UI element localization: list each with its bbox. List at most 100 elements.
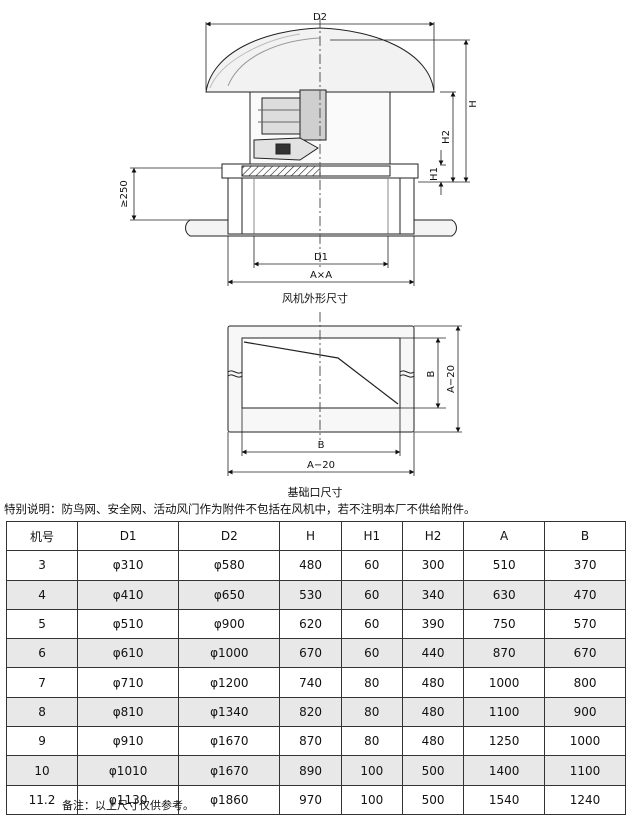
- table-cell: φ910: [77, 726, 180, 757]
- table-cell: 480: [401, 696, 465, 728]
- elevation-dimensions: [130, 21, 470, 286]
- header-a: A: [463, 520, 546, 552]
- table-cell: φ1670: [178, 726, 281, 757]
- table-cell: 630: [463, 579, 546, 610]
- table-cell: 60: [340, 579, 403, 610]
- label-h2: H2: [441, 130, 452, 144]
- table-cell: 870: [279, 726, 342, 757]
- mount-ring: [241, 165, 321, 177]
- table-cell: 820: [279, 696, 342, 728]
- table-cell: φ580: [178, 550, 281, 581]
- table-cell: 1400: [463, 755, 546, 786]
- table-cell: 390: [401, 608, 465, 640]
- table-cell: φ1670: [178, 755, 281, 786]
- table-cell: 100: [340, 755, 403, 786]
- table-cell: 11.2: [5, 784, 79, 815]
- elevation-labels: D2 H H2 H1 ≥250 D1 A×A: [119, 12, 479, 281]
- damper-blade: [243, 341, 399, 405]
- table-cell: 480: [279, 550, 342, 581]
- table-cell: φ510: [77, 608, 180, 640]
- header-model: 机号: [5, 520, 79, 552]
- table-cell: 370: [544, 550, 626, 581]
- table-cell: 750: [463, 608, 546, 640]
- table-header-row: 机号 D1 D2 H H1 H2 A B: [5, 520, 626, 552]
- header-b: B: [544, 520, 626, 552]
- table-cell: 1000: [544, 726, 626, 757]
- caption-base-dimensions: 基础口尺寸: [287, 486, 343, 499]
- table-cell: φ650: [178, 579, 281, 610]
- table-cell: 1100: [463, 696, 546, 728]
- base-inner: [241, 337, 401, 409]
- table-cell: 5: [5, 608, 79, 640]
- label-ge250: ≥250: [119, 180, 130, 207]
- fan-elevation-view: [185, 18, 457, 270]
- table-cell: 1250: [463, 726, 546, 757]
- table-cell: 340: [401, 579, 465, 610]
- table-cell: 80: [340, 667, 403, 698]
- table-cell: 480: [401, 667, 465, 698]
- base-opening-view: [227, 312, 415, 440]
- special-note: 特别说明：防鸟网、安全网、活动风门作为附件不包括在风机中，若不注明本厂不供给附件…: [4, 502, 476, 516]
- label-h1: H1: [429, 167, 440, 181]
- table-cell: φ1340: [178, 696, 281, 728]
- table-cell: 440: [401, 638, 465, 669]
- table-cell: 6: [5, 638, 79, 669]
- table-cell: 80: [340, 696, 403, 728]
- table-cell: 500: [401, 784, 465, 815]
- header-h1: H1: [340, 520, 403, 552]
- header-h2: H2: [401, 520, 465, 552]
- table-cell: 1540: [463, 784, 546, 815]
- table-cell: 8: [5, 696, 79, 728]
- table-cell: φ1010: [77, 755, 180, 786]
- label-h: H: [468, 100, 479, 108]
- table-cell: φ410: [77, 579, 180, 610]
- caption-fan-dimensions: 风机外形尺寸: [282, 292, 348, 305]
- table-cell: φ710: [77, 667, 180, 698]
- header-d1: D1: [77, 520, 180, 552]
- table-cell: φ1130: [77, 784, 180, 815]
- table-cell: 900: [544, 696, 626, 728]
- table-cell: 9: [5, 726, 79, 757]
- technical-drawing: D2 H H2 H1 ≥250 D1 A×A: [119, 12, 479, 476]
- table-cell: 7: [5, 667, 79, 698]
- table-cell: 1100: [544, 755, 626, 786]
- table-cell: 570: [544, 608, 626, 640]
- table-cell: 60: [340, 608, 403, 640]
- base-labels: B A−20 B A−20: [307, 365, 457, 471]
- base-flange: [185, 219, 457, 237]
- header-h: H: [279, 520, 342, 552]
- table-cell: φ310: [77, 550, 180, 581]
- table-cell: 620: [279, 608, 342, 640]
- table-cell: 670: [279, 638, 342, 669]
- table-cell: 100: [340, 784, 403, 815]
- table-cell: φ1200: [178, 667, 281, 698]
- label-d2: D2: [313, 12, 327, 23]
- header-d2: D2: [178, 520, 281, 552]
- table-cell: φ810: [77, 696, 180, 728]
- table-cell: 470: [544, 579, 626, 610]
- table-cell: 80: [340, 726, 403, 757]
- table-cell: φ1000: [178, 638, 281, 669]
- table-cell: 510: [463, 550, 546, 581]
- table-cell: 530: [279, 579, 342, 610]
- table-cell: 60: [340, 638, 403, 669]
- label-b-horizontal: B: [318, 440, 325, 451]
- table-cell: 670: [544, 638, 626, 669]
- table-cell: 3: [5, 550, 79, 581]
- remark: 备注：以上尺寸仅供参考。: [62, 799, 194, 812]
- table-cell: 10: [5, 755, 79, 786]
- table-cell: 1000: [463, 667, 546, 698]
- table-cell: φ610: [77, 638, 180, 669]
- label-axa: A×A: [310, 270, 332, 281]
- table-cell: 870: [463, 638, 546, 669]
- table-cell: 890: [279, 755, 342, 786]
